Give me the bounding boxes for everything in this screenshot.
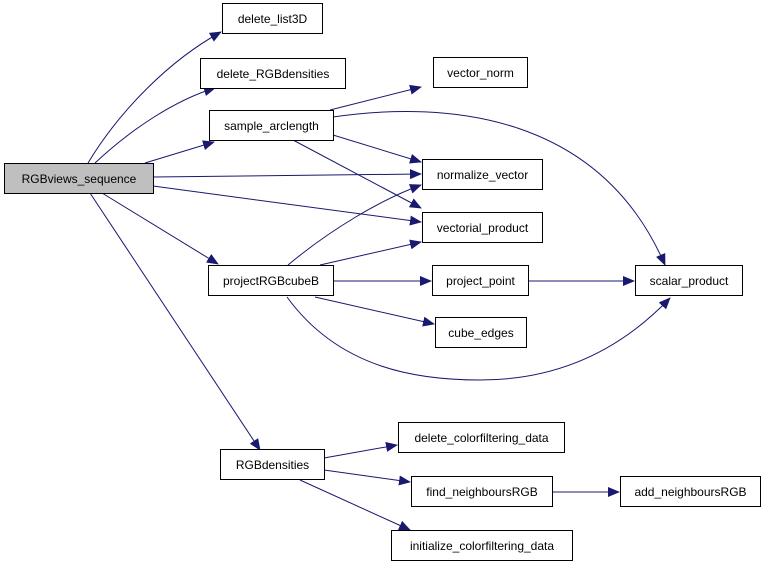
edge-rgbviews-sequence-to-rgbdensities xyxy=(89,192,261,451)
node-projectrgbcubeb[interactable]: projectRGBcubeB xyxy=(208,265,334,296)
node-find-neighboursrgb[interactable]: find_neighboursRGB xyxy=(411,476,553,507)
node-delete-rgbdensities[interactable]: delete_RGBdensities xyxy=(200,58,346,89)
node-scalar-product[interactable]: scalar_product xyxy=(635,265,743,296)
edge-sample-arclength-to-normalize-vector xyxy=(332,134,422,164)
node-rgbviews-sequence: RGBviews_sequence xyxy=(4,163,154,194)
edge-rgbviews-sequence-to-normalize-vector xyxy=(152,169,422,180)
edge-projectrgbcubeb-to-cube-edges xyxy=(314,296,435,327)
edge-rgbviews-sequence-to-projectrgbcubeb xyxy=(101,192,219,265)
node-vector-norm[interactable]: vector_norm xyxy=(433,57,528,88)
node-cube-edges[interactable]: cube_edges xyxy=(435,317,527,348)
node-normalize-vector[interactable]: normalize_vector xyxy=(422,159,543,190)
node-delete-list3d[interactable]: delete_list3D xyxy=(222,3,323,34)
node-vectorial-product[interactable]: vectorial_product xyxy=(422,212,543,243)
edge-sample-arclength-to-scalar-product xyxy=(332,110,666,266)
edge-rgbviews-sequence-to-delete-list3d xyxy=(87,31,222,164)
node-project-point[interactable]: project_point xyxy=(432,265,529,296)
node-initialize-colorfiltering-data[interactable]: initialize_colorfiltering_data xyxy=(391,530,573,561)
edge-rgbdensities-to-find-neighboursrgb xyxy=(323,469,411,486)
node-add-neighboursrgb[interactable]: add_neighboursRGB xyxy=(620,476,761,507)
edge-sample-arclength-to-vector-norm xyxy=(329,84,422,111)
edge-projectrgbcubeb-to-scalar-product xyxy=(286,296,671,381)
edge-rgbviews-sequence-to-vectorial-product xyxy=(152,185,422,226)
edge-projectrgbcubeb-to-normalize-vector xyxy=(287,184,422,266)
edge-rgbdensities-to-initialize-colorfiltering-data xyxy=(299,479,411,531)
edge-projectrgbcubeb-to-vectorial-product xyxy=(319,239,422,266)
node-delete-colorfiltering-data[interactable]: delete_colorfiltering_data xyxy=(398,422,565,453)
node-rgbdensities[interactable]: RGBdensities xyxy=(220,449,325,480)
edge-sample-arclength-to-vectorial-product xyxy=(292,139,422,209)
edge-rgbviews-sequence-to-sample-arclength xyxy=(144,140,215,164)
edge-rgbviews-sequence-to-delete-rgbdensities xyxy=(94,86,216,164)
node-sample-arclength[interactable]: sample_arclength xyxy=(209,110,334,141)
edge-rgbdensities-to-delete-colorfiltering-data xyxy=(323,442,398,459)
